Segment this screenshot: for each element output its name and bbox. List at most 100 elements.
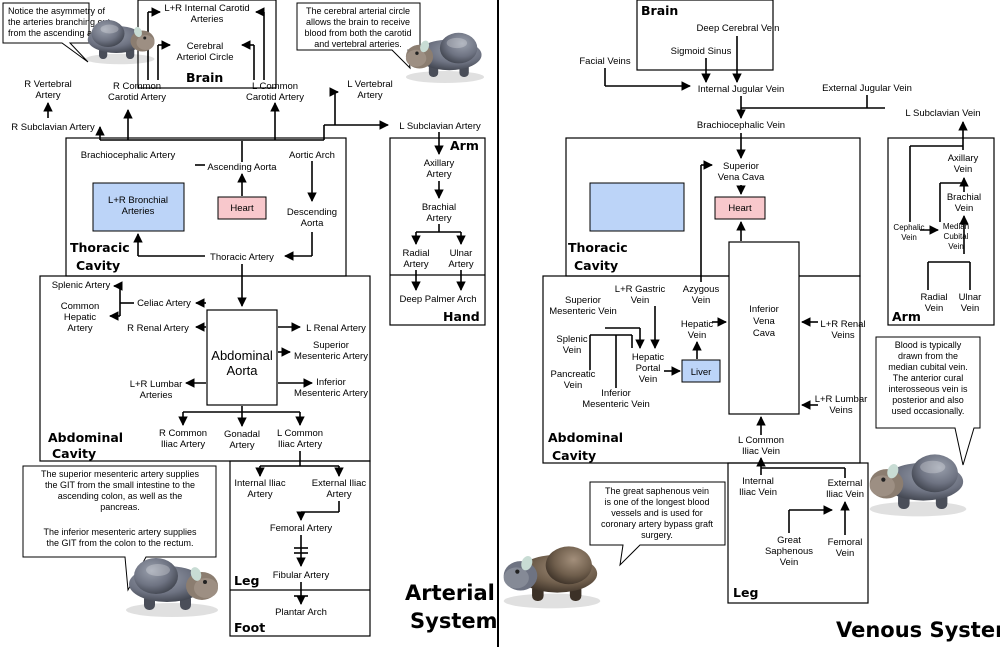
- circle-text-4: and vertebral arteries.: [314, 39, 402, 49]
- r-vertebral-label-2: Artery: [35, 90, 61, 101]
- plantar-label: Plantar Arch: [275, 607, 327, 618]
- venous-leg-box: [727, 462, 869, 604]
- asymmetry-text-3: from the ascending aorta.: [8, 28, 110, 38]
- fibular-label: Fibular Artery: [273, 570, 330, 581]
- circle-bubble: The cerebral arterial circle allows the …: [296, 2, 421, 70]
- svc-label: Superior: [723, 161, 759, 172]
- axillary-label: Axillary: [424, 158, 455, 169]
- renal-vein-label-2: Veins: [831, 330, 854, 341]
- splenic-vein-label-2: Vein: [563, 345, 582, 356]
- facial-label: Facial Veins: [579, 56, 630, 67]
- external-iliac-label-2: Artery: [326, 489, 352, 500]
- femoral-label: Femoral Artery: [270, 523, 333, 534]
- superior-mesenteric-label: Superior: [313, 340, 349, 351]
- svc-label-2: Vena Cava: [718, 172, 765, 183]
- median-cubital-label-3: Vein: [948, 242, 964, 251]
- saphenous-text-4: coronary artery bypass graft: [601, 519, 714, 529]
- external-jugular-label: External Jugular Vein: [822, 83, 912, 94]
- hepatic-vein-label: Hepatic: [681, 319, 713, 330]
- venous-abdominal-title-2: Cavity: [552, 448, 596, 463]
- venous-heart-label: Heart: [728, 203, 752, 214]
- descending-aorta-label: Descending: [287, 207, 337, 218]
- inferior-mesenteric-vein-label: Inferior: [601, 388, 631, 399]
- bronchial-label: L+R Bronchial: [108, 195, 168, 206]
- azygous-label-2: Vein: [692, 295, 711, 306]
- arterial-system: Brain Thoracic Cavity Abdominal Cavity A…: [2, 0, 497, 637]
- thoracic-artery-label: Thoracic Artery: [210, 252, 274, 263]
- circle-text-1: The cerebral arterial circle: [306, 6, 410, 16]
- internal-iliac-label: Internal Iliac: [234, 478, 285, 489]
- axillary-vein-label-2: Vein: [954, 164, 973, 175]
- great-saphenous-label: Great: [777, 535, 801, 546]
- cephalic-label: Cephalic: [893, 223, 924, 232]
- mesenteric-text-2: the GIT from the small intestine to the: [45, 480, 195, 490]
- deep-cerebral-label: Deep Cerebral Vein: [697, 23, 780, 34]
- asymmetry-text-1: Notice the asymmetry of: [8, 6, 106, 16]
- mesenteric-text-3: ascending colon, as well as the: [58, 491, 183, 501]
- abdominal-aorta-box: [206, 309, 278, 406]
- brachial-vein-label: Brachial: [947, 192, 981, 203]
- asymmetry-text-2: the arteries branching out: [8, 17, 111, 27]
- radial-vein-label-2: Vein: [925, 303, 944, 314]
- lumbar-vein-label: L+R Lumbar: [815, 394, 868, 405]
- r-renal-label: R Renal Artery: [127, 323, 189, 334]
- radial-vein-label: Radial: [921, 292, 948, 303]
- saphenous-text-1: The great saphenous vein: [605, 486, 709, 496]
- lumbar-vein-label-2: Veins: [829, 405, 852, 416]
- l-common-iliac-label: L Common: [277, 428, 323, 439]
- superior-mesenteric-label-2: Mesenteric Artery: [294, 351, 368, 362]
- arterial-abdominal-title-2: Cavity: [52, 446, 96, 461]
- mesenteric-bubble: The superior mesenteric artery supplies …: [22, 465, 217, 592]
- brachial-label: Brachial: [422, 202, 456, 213]
- inferior-mesenteric-label: Inferior: [316, 377, 346, 388]
- gonadal-label-2: Artery: [229, 440, 255, 451]
- common-hepatic-label: Common: [61, 301, 100, 312]
- l-subclavian-vein-label: L Subclavian Vein: [905, 108, 980, 119]
- mesenteric-text-4: pancreas.: [100, 502, 140, 512]
- inferior-mesenteric-label-2: Mesenteric Artery: [294, 388, 368, 399]
- ulnar-vein-label: Ulnar: [959, 292, 982, 303]
- femoral-vein-label: Femoral: [828, 537, 863, 548]
- asymmetry-bubble: Notice the asymmetry of the arteries bra…: [2, 2, 111, 63]
- venous-thoracic-title-2: Cavity: [574, 258, 618, 273]
- femoral-vein-label-2: Vein: [836, 548, 855, 559]
- axillary-vein-label: Axillary: [948, 153, 979, 164]
- arterial-arm-box: [389, 137, 486, 326]
- saphenous-bubble: The great saphenous vein is one of the l…: [589, 481, 726, 567]
- venous-heart-box: [714, 196, 766, 220]
- radial-label: Radial: [403, 248, 430, 259]
- blood-bubble: Blood is typically drawn from the median…: [875, 336, 981, 466]
- blood-text-5: interosseous vein is: [888, 384, 968, 394]
- ulnar-label-2: Artery: [448, 259, 474, 270]
- external-iliac-label: External Iliac: [312, 478, 367, 489]
- r-subclavian-label: R Subclavian Artery: [11, 122, 95, 133]
- abdominal-aorta-label: Abdominal: [211, 348, 273, 363]
- internal-jugular-label: Internal Jugular Vein: [698, 84, 785, 95]
- l-common-carotid-label-2: Carotid Artery: [246, 92, 304, 103]
- ulnar-vein-label-2: Vein: [961, 303, 980, 314]
- cephalic-label-2: Vein: [901, 233, 917, 242]
- arterial-abdominal-title-1: Abdominal: [48, 430, 123, 445]
- venous-abdominal-title-1: Abdominal: [548, 430, 623, 445]
- splenic-label: Splenic Artery: [52, 280, 111, 291]
- arterial-abdominal-box: [39, 275, 371, 462]
- external-iliac-vein-label-2: Iliac Vein: [826, 489, 864, 500]
- superior-mesenteric-vein-label-2: Mesenteric Vein: [549, 306, 617, 317]
- deep-palmer-label: Deep Palmer Arch: [399, 294, 476, 305]
- bison-mascot-icon: [85, 20, 155, 65]
- venous-connectors: [589, 36, 971, 535]
- descending-aorta-label-2: Aorta: [301, 218, 324, 229]
- r-common-carotid-label: R Common: [113, 81, 161, 92]
- venous-system-title: Venous System: [836, 618, 1000, 642]
- saphenous-text-5: surgery.: [641, 530, 673, 540]
- bison-mascot-icon: [503, 546, 601, 609]
- l-common-iliac-vein-label: L Common: [738, 435, 784, 446]
- sigmoid-label: Sigmoid Sinus: [671, 46, 732, 57]
- arteriol-circle-label-2: Arteriol Circle: [176, 52, 233, 63]
- great-saphenous-label-2: Saphenous: [765, 546, 813, 557]
- l-common-iliac-label-2: Iliac Artery: [278, 439, 323, 450]
- axillary-label-2: Artery: [426, 169, 452, 180]
- hepatic-portal-label: Hepatic: [632, 352, 664, 363]
- blood-text-2: drawn from the: [898, 351, 958, 361]
